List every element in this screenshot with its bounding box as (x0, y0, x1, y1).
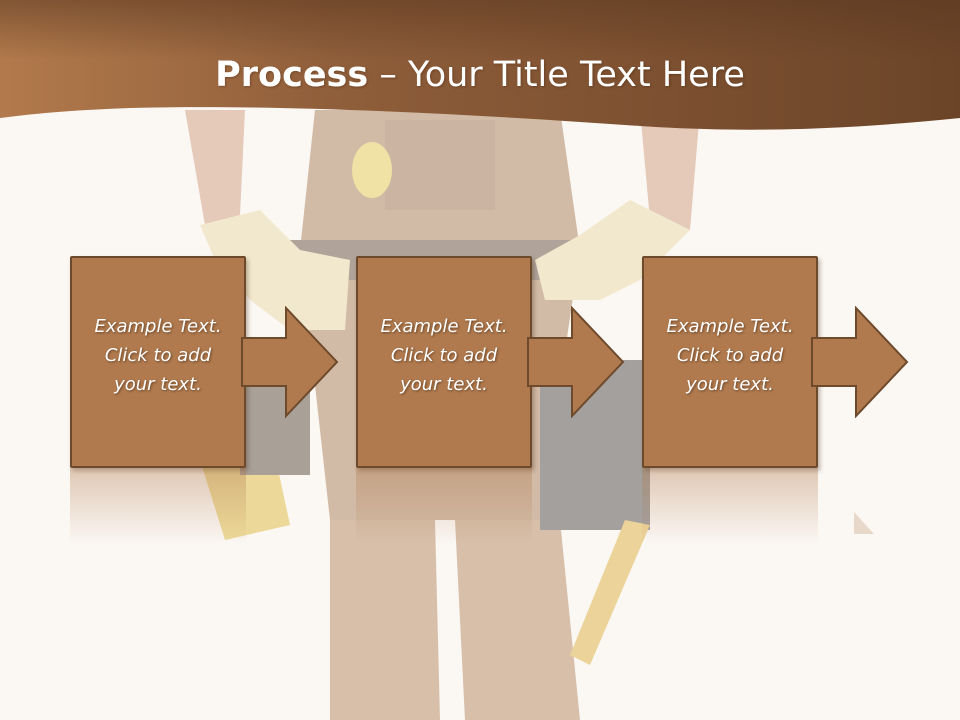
step-text-line-3: your text. (400, 374, 488, 395)
step-text[interactable]: Example Text. Click to add your text. (644, 312, 816, 399)
right-arrow-icon (241, 306, 339, 418)
slide-title[interactable]: Process – Your Title Text Here (0, 52, 960, 98)
step-text-line-2: Click to add (104, 345, 212, 366)
title-banner (0, 0, 960, 130)
step-text[interactable]: Example Text. Click to add your text. (358, 312, 530, 399)
step-text-line-2: Click to add (390, 345, 498, 366)
step-reflection (70, 468, 246, 544)
step-reflection (642, 468, 818, 544)
step-text-line-3: your text. (114, 374, 202, 395)
process-step-3[interactable]: Example Text. Click to add your text. (642, 256, 818, 544)
process-step-2[interactable]: Example Text. Click to add your text. (356, 256, 532, 544)
arrow-reflection (854, 512, 874, 534)
step-box[interactable]: Example Text. Click to add your text. (70, 256, 246, 468)
title-bold-text: Process (215, 55, 369, 95)
step-text-line-2: Click to add (676, 345, 784, 366)
step-text-line-1: Example Text. (666, 316, 794, 337)
process-step-1[interactable]: Example Text. Click to add your text. (70, 256, 246, 544)
right-arrow-icon (811, 306, 909, 418)
step-text[interactable]: Example Text. Click to add your text. (72, 312, 244, 399)
step-box[interactable]: Example Text. Click to add your text. (356, 256, 532, 468)
step-box[interactable]: Example Text. Click to add your text. (642, 256, 818, 468)
right-arrow-icon (527, 306, 625, 418)
step-reflection (356, 468, 532, 544)
step-text-line-3: your text. (686, 374, 774, 395)
title-rest-text: – Your Title Text Here (368, 55, 745, 95)
step-text-line-1: Example Text. (94, 316, 222, 337)
step-text-line-1: Example Text. (380, 316, 508, 337)
